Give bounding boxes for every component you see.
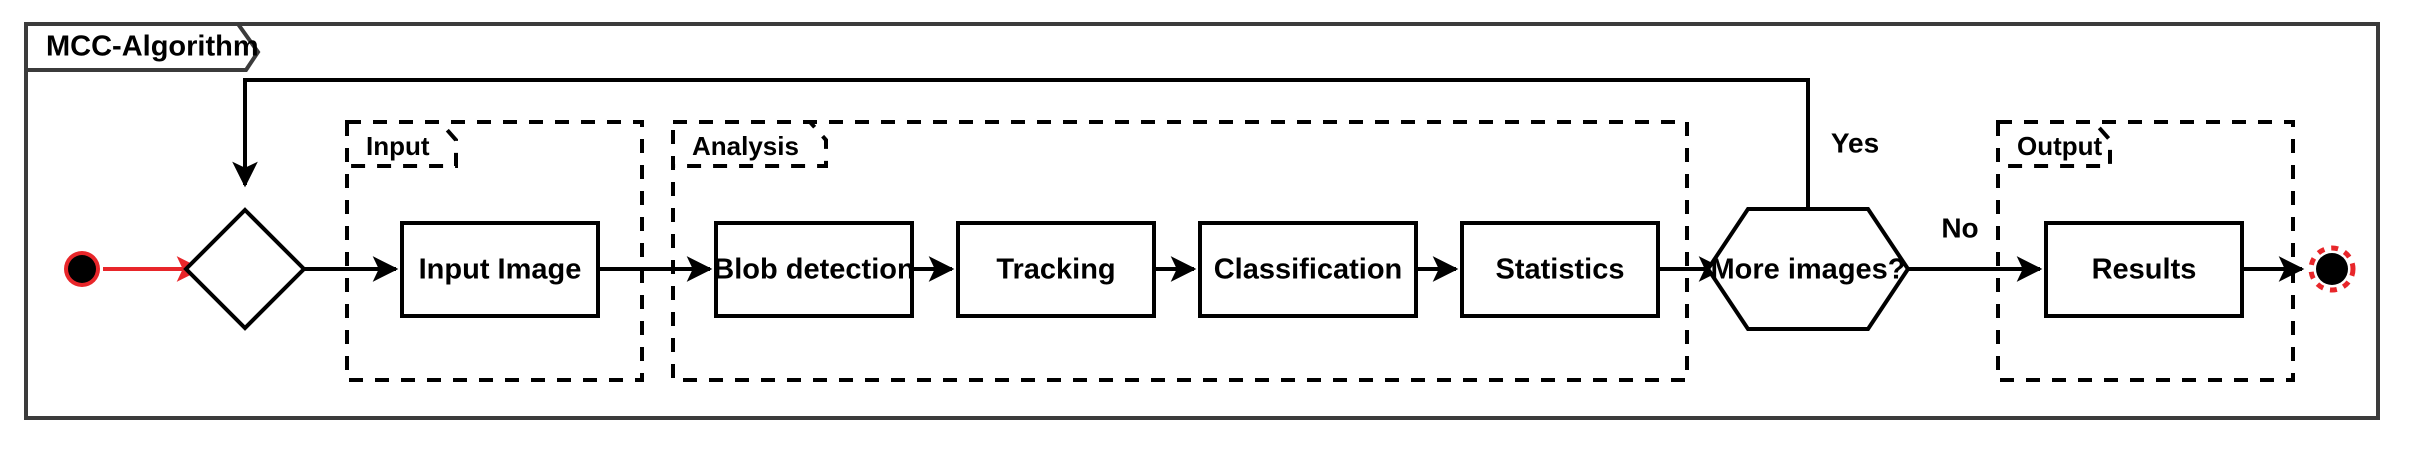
statistics-step[interactable]: Statistics xyxy=(1460,221,1660,318)
results-step[interactable]: Results xyxy=(2044,221,2244,318)
algorithm-frame: MCC-Algorithm xyxy=(24,22,2380,420)
more-images-decision[interactable]: More images? xyxy=(1705,207,1911,331)
results-label: Results xyxy=(2092,254,2197,286)
group-input-label: Input xyxy=(366,131,430,161)
more-images-label: More images? xyxy=(1711,254,1906,286)
start-node xyxy=(64,251,100,287)
blob-detection-label: Blob detection xyxy=(713,254,914,286)
classification-label: Classification xyxy=(1214,254,1403,286)
group-output-label: Output xyxy=(2017,131,2103,161)
group-input: Input xyxy=(345,120,644,382)
edge-yes-loopback: Yes xyxy=(232,78,1879,209)
tracking-label: Tracking xyxy=(996,254,1115,286)
group-output: Output xyxy=(1996,120,2295,382)
group-analysis: Analysis xyxy=(671,120,1689,382)
input-image-label: Input Image xyxy=(419,254,582,286)
classification-step[interactable]: Classification xyxy=(1198,221,1418,318)
end-node xyxy=(2308,245,2356,293)
edge-label-yes: Yes xyxy=(1831,127,1879,158)
merge-decision xyxy=(183,207,307,331)
tracking-step[interactable]: Tracking xyxy=(956,221,1156,318)
blob-detection-step[interactable]: Blob detection xyxy=(713,221,915,318)
frame-title: MCC-Algorithm xyxy=(46,31,259,63)
statistics-label: Statistics xyxy=(1496,254,1625,286)
edge-label-no: No xyxy=(1941,212,1978,243)
group-analysis-label: Analysis xyxy=(692,131,799,161)
input-image-step[interactable]: Input Image xyxy=(400,221,600,318)
edge-no-to-results: No xyxy=(1908,212,2043,282)
